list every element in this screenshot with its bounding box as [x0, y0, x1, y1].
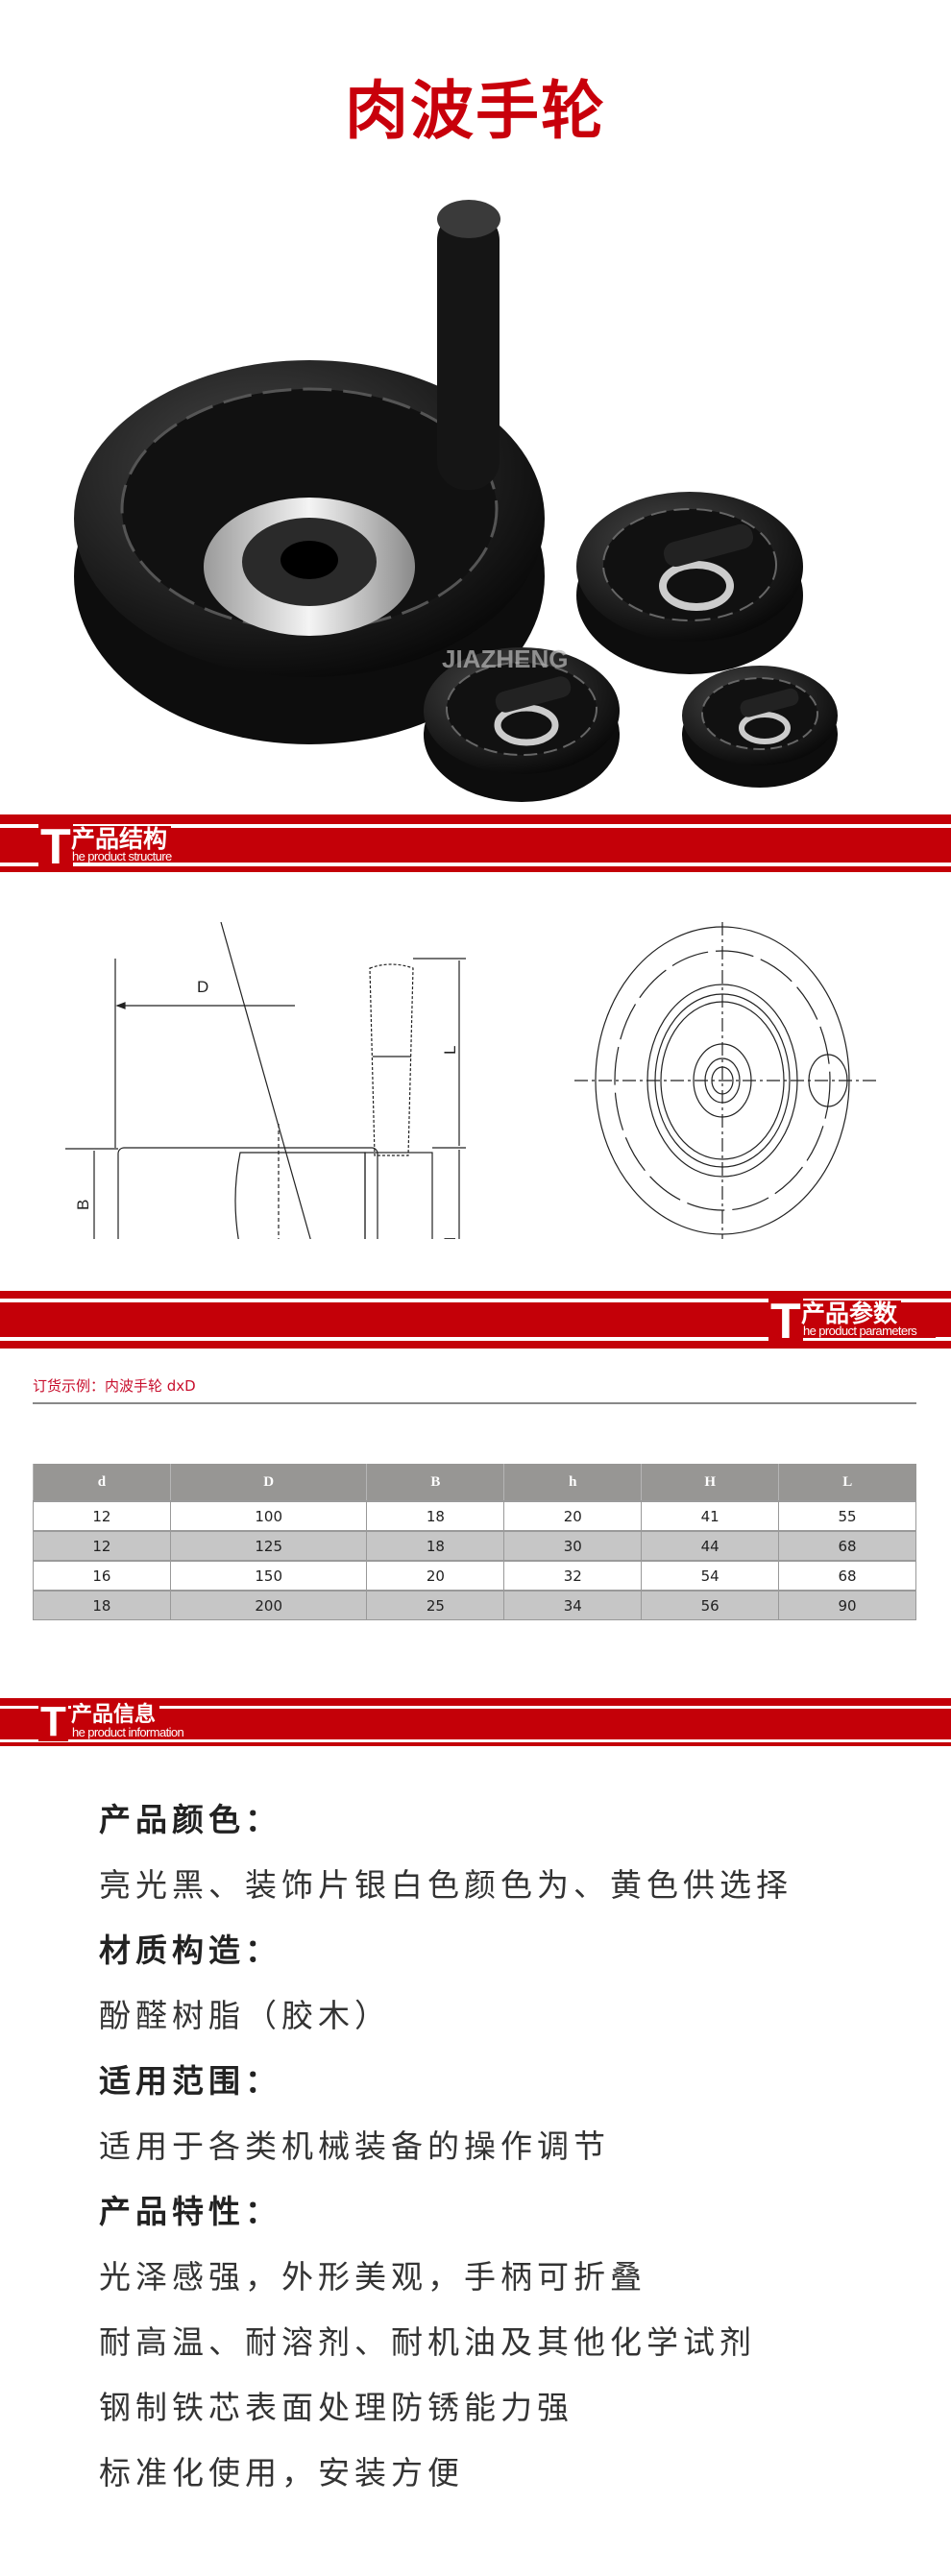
- table-cell: 25: [366, 1590, 505, 1620]
- structure-diagram: D L H B d: [65, 922, 876, 1239]
- label-L: L: [441, 1046, 459, 1055]
- table-cell: 68: [778, 1530, 916, 1562]
- table-cell: 68: [778, 1560, 916, 1592]
- table-cell: 18: [33, 1590, 171, 1620]
- col-header: B: [366, 1464, 504, 1501]
- table-cell: 20: [503, 1500, 643, 1532]
- banner-title: 产品信息: [71, 1702, 160, 1729]
- table-cell: 18: [366, 1500, 505, 1532]
- table-cell: 150: [169, 1560, 368, 1592]
- table-cell: 56: [641, 1590, 780, 1620]
- table-cell: 18: [366, 1530, 505, 1562]
- table-cell: 12: [33, 1500, 171, 1532]
- label-B: B: [74, 1200, 92, 1210]
- section-banner-structure: T 产品结构 he product structure: [0, 814, 951, 872]
- table-cell: 30: [503, 1530, 643, 1562]
- section-banner-parameters: T 产品参数 he product parameters: [0, 1291, 951, 1349]
- table-cell: 90: [778, 1590, 916, 1620]
- col-header: D: [169, 1464, 367, 1501]
- table-cell: 200: [169, 1590, 368, 1620]
- smallest-handwheel: [682, 666, 838, 788]
- small-handwheel: [424, 647, 620, 802]
- info-scope-text: 适用于各类机械装备的操作调节: [99, 2127, 610, 2165]
- label-H: H: [441, 1237, 459, 1239]
- banner-letter: T: [38, 1698, 68, 1745]
- side-view: D L H B d: [65, 922, 466, 1239]
- table-header-row: d D B h H L: [33, 1464, 916, 1501]
- banner-title: 产品结构: [71, 826, 172, 853]
- info-heading-color: 产品颜色：: [99, 1801, 281, 1838]
- table-cell: 41: [641, 1500, 780, 1532]
- table-cell: 100: [169, 1500, 368, 1532]
- info-color-text: 亮光黑、装饰片银白色颜色为、黄色供选择: [99, 1866, 792, 1904]
- info-feature-item: 标准化使用，安装方便: [99, 2454, 464, 2491]
- col-header: H: [641, 1464, 779, 1501]
- col-header: d: [33, 1464, 171, 1501]
- banner-subtitle: he product structure: [72, 849, 172, 863]
- watermark: JIAZHENG: [442, 644, 568, 673]
- product-photo: JIAZHENG: [74, 200, 838, 802]
- table-cell: 12: [33, 1530, 171, 1562]
- banner-letter: T: [768, 1294, 803, 1349]
- info-heading-scope: 适用范围：: [99, 2062, 281, 2100]
- table-cell: 54: [641, 1560, 780, 1592]
- col-header: h: [503, 1464, 642, 1501]
- divider: [33, 1402, 916, 1404]
- section-banner-information: T 产品信息 he product information: [0, 1698, 951, 1746]
- label-D: D: [197, 978, 208, 996]
- page-title: 肉波手轮: [345, 74, 606, 148]
- info-material-text: 酚醛树脂（胶木）: [99, 1997, 391, 2034]
- info-feature-item: 钢制铁芯表面处理防锈能力强: [99, 2389, 573, 2426]
- banner-title: 产品参数: [801, 1300, 902, 1327]
- banner-letter: T: [38, 819, 73, 875]
- table-cell: 20: [366, 1560, 505, 1592]
- top-view: [574, 922, 876, 1239]
- info-feature-item: 耐高温、耐溶剂、耐机油及其他化学试剂: [99, 2323, 756, 2361]
- table-cell: 16: [33, 1560, 171, 1592]
- large-handwheel: [74, 200, 545, 744]
- info-feature-item: 光泽感强，外形美观，手柄可折叠: [99, 2258, 646, 2296]
- col-header: L: [778, 1464, 916, 1501]
- info-heading-features: 产品特性：: [99, 2193, 281, 2230]
- info-heading-material: 材质构造：: [99, 1932, 281, 1969]
- table-cell: 55: [778, 1500, 916, 1532]
- medium-handwheel: [576, 492, 803, 674]
- order-example: 订货示例：内波手轮 dxD: [33, 1377, 196, 1395]
- banner-subtitle: he product information: [72, 1725, 184, 1739]
- table-cell: 125: [169, 1530, 368, 1562]
- table-cell: 34: [503, 1590, 643, 1620]
- table-cell: 32: [503, 1560, 643, 1592]
- banner-subtitle: he product parameters: [803, 1324, 937, 1338]
- table-cell: 44: [641, 1530, 780, 1562]
